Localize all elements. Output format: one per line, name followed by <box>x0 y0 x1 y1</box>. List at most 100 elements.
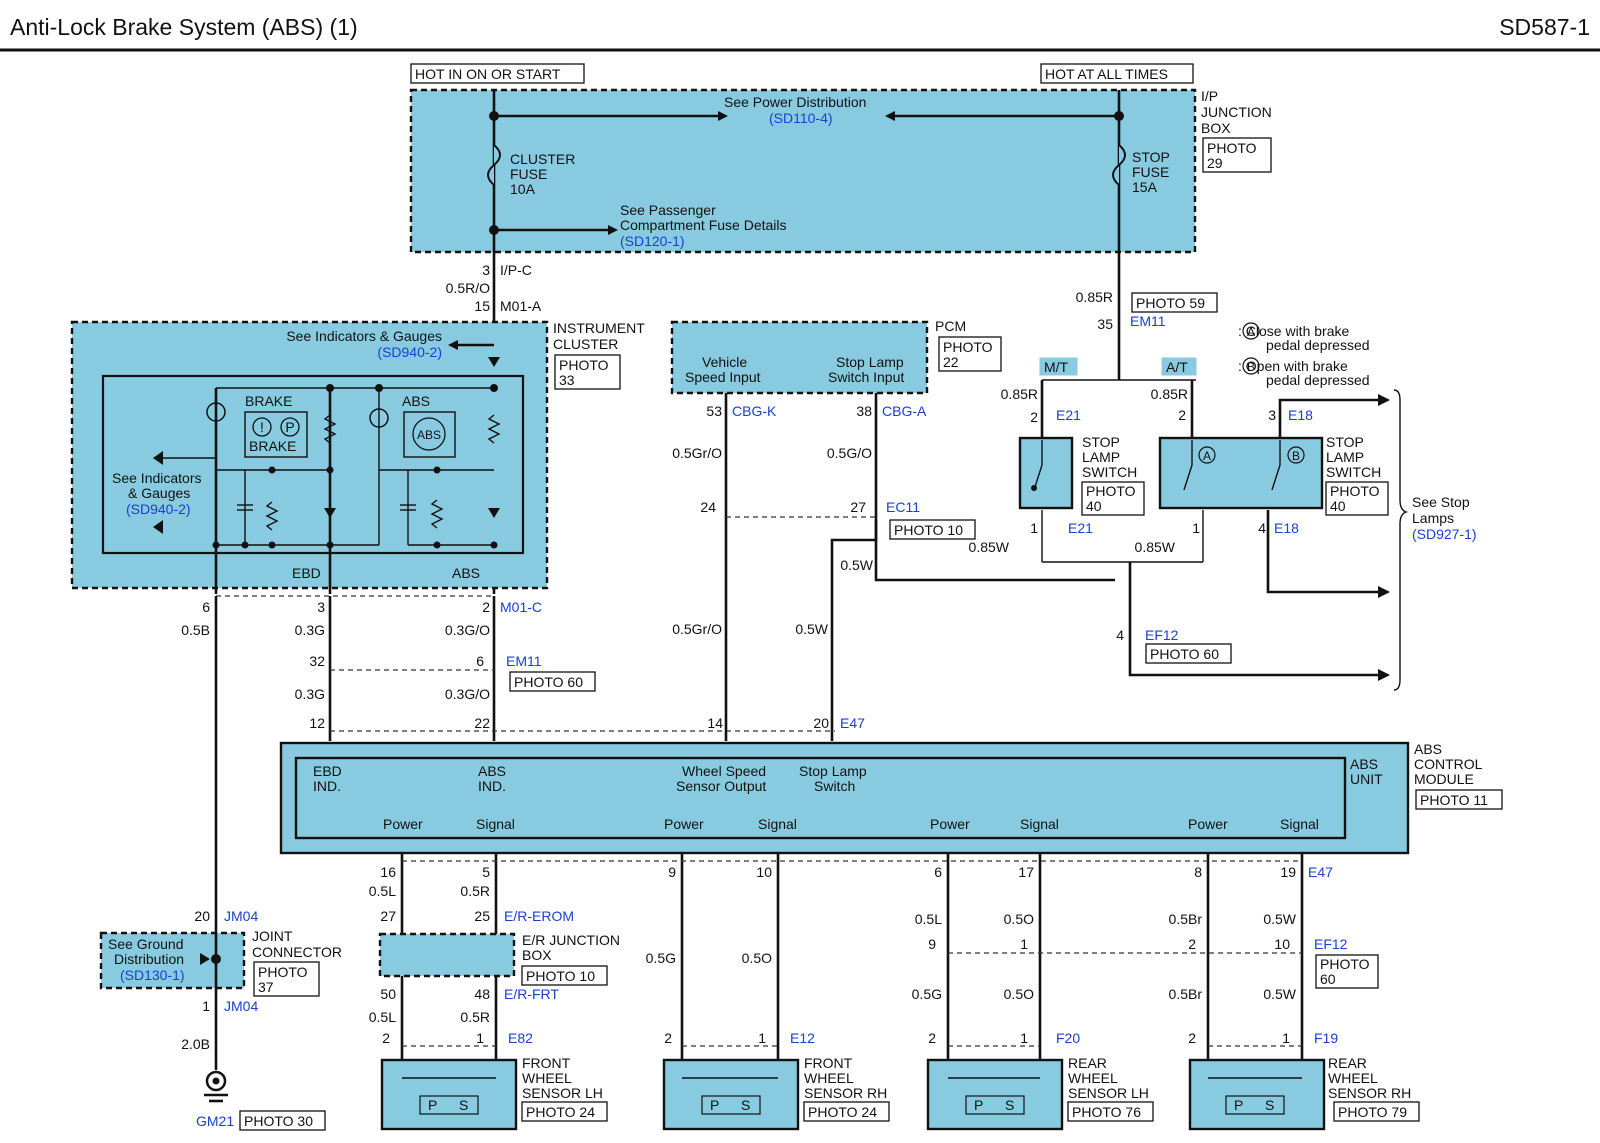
module-photo-box <box>1415 789 1503 810</box>
wire-085w-l: 0.85W <box>969 539 1010 555</box>
fl-pin-48: 48 <box>474 986 490 1002</box>
rl-photo-box <box>1067 1101 1154 1122</box>
er-jb-photo-box <box>521 965 608 986</box>
arrow-right-icon <box>718 111 728 121</box>
see-ind-top-ref: (SD940-2) <box>377 344 442 360</box>
e21b-conn: E21 <box>1068 520 1093 536</box>
vehicle-speed-1: Vehicle <box>702 354 747 370</box>
brake-sym-1: ! <box>260 419 264 435</box>
stop-lamp-brace <box>1393 389 1409 691</box>
er-jb-photo: PHOTO 10 <box>526 968 595 984</box>
m01a-conn: M01-A <box>500 298 542 314</box>
module-label-2: CONTROL <box>1414 756 1483 772</box>
pin-label-power-2: Power <box>664 816 704 832</box>
pin-label-signal-4: Signal <box>1280 816 1319 832</box>
fr-pin-9: 9 <box>668 864 676 880</box>
pin-3: 3 <box>482 262 490 278</box>
rr-p-label: P <box>1234 1097 1243 1113</box>
splice-dot <box>489 111 499 121</box>
pin-14: 14 <box>707 715 723 731</box>
cluster-fuse-3: 10A <box>510 181 536 197</box>
splice-dot <box>489 225 499 235</box>
parking-icon <box>280 417 300 437</box>
pin-3r: 3 <box>1268 407 1276 423</box>
at-switch-contact-a <box>1183 440 1193 491</box>
splice-dot <box>326 384 334 392</box>
resistor-icon <box>487 414 501 444</box>
abs-control-module <box>279 741 1410 855</box>
fr-pin-10: 10 <box>756 864 772 880</box>
rl-p-label: P <box>974 1097 983 1113</box>
pcm-photo-2: 22 <box>943 354 959 370</box>
abs-sym: ABS <box>417 428 441 442</box>
stop-lamp-input-1: Stop Lamp <box>836 354 904 370</box>
rr-pin-10: 10 <box>1274 936 1290 952</box>
stop-lamp-module-wire <box>830 510 878 741</box>
page-code: SD587-1 <box>1499 14 1590 40</box>
ip-jb-label-2: JUNCTION <box>1201 104 1272 120</box>
sym-b-note: B <box>1247 360 1255 374</box>
pin-label-power-4: Power <box>1188 816 1228 832</box>
rr-pin-2b: 2 <box>1188 1030 1196 1046</box>
arrow-right-icon <box>200 953 210 965</box>
pin-2: 2 <box>482 599 490 615</box>
rl-photo: PHOTO 76 <box>1072 1104 1141 1120</box>
photo30-label: PHOTO 30 <box>244 1113 313 1129</box>
abs-icon <box>412 417 446 451</box>
brake-lamp-icon <box>206 402 226 422</box>
abs-unit-box <box>294 756 1347 840</box>
pin-2r: 2 <box>1178 407 1186 423</box>
pcm-box <box>670 320 929 395</box>
hot-at-all-label-box <box>1040 63 1194 84</box>
stop-sw-2: Switch <box>814 778 855 794</box>
joint-2: CONNECTOR <box>252 944 342 960</box>
sym-a-note: A <box>1247 325 1255 339</box>
pin-20: 20 <box>813 715 829 731</box>
rl-wire-05l: 0.5L <box>915 911 942 927</box>
splice-dot <box>375 384 383 392</box>
wire-gro-2: 0.5Gr/O <box>672 621 722 637</box>
pin-27: 27 <box>850 499 866 515</box>
rr-pin-2: 2 <box>1188 936 1196 952</box>
rr-name-1: REAR <box>1328 1055 1367 1071</box>
splice-dot <box>326 541 334 549</box>
e21-conn: E21 <box>1056 407 1081 423</box>
rr-name-3: SENSOR RH <box>1328 1085 1411 1101</box>
photo59-box <box>1131 292 1218 313</box>
pin-1l: 1 <box>1030 520 1038 536</box>
fl-wire-05r: 0.5R <box>460 883 490 899</box>
see-passenger-1: See Passenger <box>620 202 716 218</box>
switch-label-3: SWITCH <box>1082 464 1137 480</box>
pin-6: 6 <box>202 599 210 615</box>
ef12-conn: EF12 <box>1145 627 1179 643</box>
stop-fuse-2: FUSE <box>1132 164 1169 180</box>
wire-w2: 0.5W <box>795 621 828 637</box>
at-tag-box <box>1161 357 1197 376</box>
stop-fuse-icon <box>1112 144 1126 186</box>
module-label-1: ABS <box>1414 741 1442 757</box>
photo60-label: PHOTO 60 <box>514 674 583 690</box>
fl-pin-27: 27 <box>380 908 396 924</box>
module-photo: PHOTO 11 <box>1420 792 1488 808</box>
wire-03g: 0.3G <box>295 622 325 638</box>
brake-symbol-box <box>244 411 308 458</box>
jm04b-conn: JM04 <box>224 998 258 1014</box>
photo60b-label: PHOTO 60 <box>1150 646 1219 662</box>
module-label-3: MODULE <box>1414 771 1474 787</box>
fl-sensor-internal: P S <box>402 1077 496 1115</box>
photo30-box <box>239 1110 326 1131</box>
abs-symbol-box <box>403 411 456 458</box>
fl-sensor-box <box>380 1058 518 1131</box>
fr-name-2: WHEEL <box>804 1070 854 1086</box>
e82-conn: E82 <box>508 1030 533 1046</box>
wire-03go: 0.3G/O <box>445 622 490 638</box>
fr-wire-05g: 0.5G <box>646 950 676 966</box>
wire-03go-2: 0.3G/O <box>445 686 490 702</box>
fl-pin-1: 1 <box>476 1030 484 1046</box>
vehicle-speed-2: Speed Input <box>685 369 761 385</box>
arrow-up-icon <box>153 520 163 534</box>
fr-sensor-internal: P S <box>682 1077 778 1115</box>
pin-4r: 4 <box>1258 520 1266 536</box>
erfrt-conn: E/R-FRT <box>504 986 559 1002</box>
